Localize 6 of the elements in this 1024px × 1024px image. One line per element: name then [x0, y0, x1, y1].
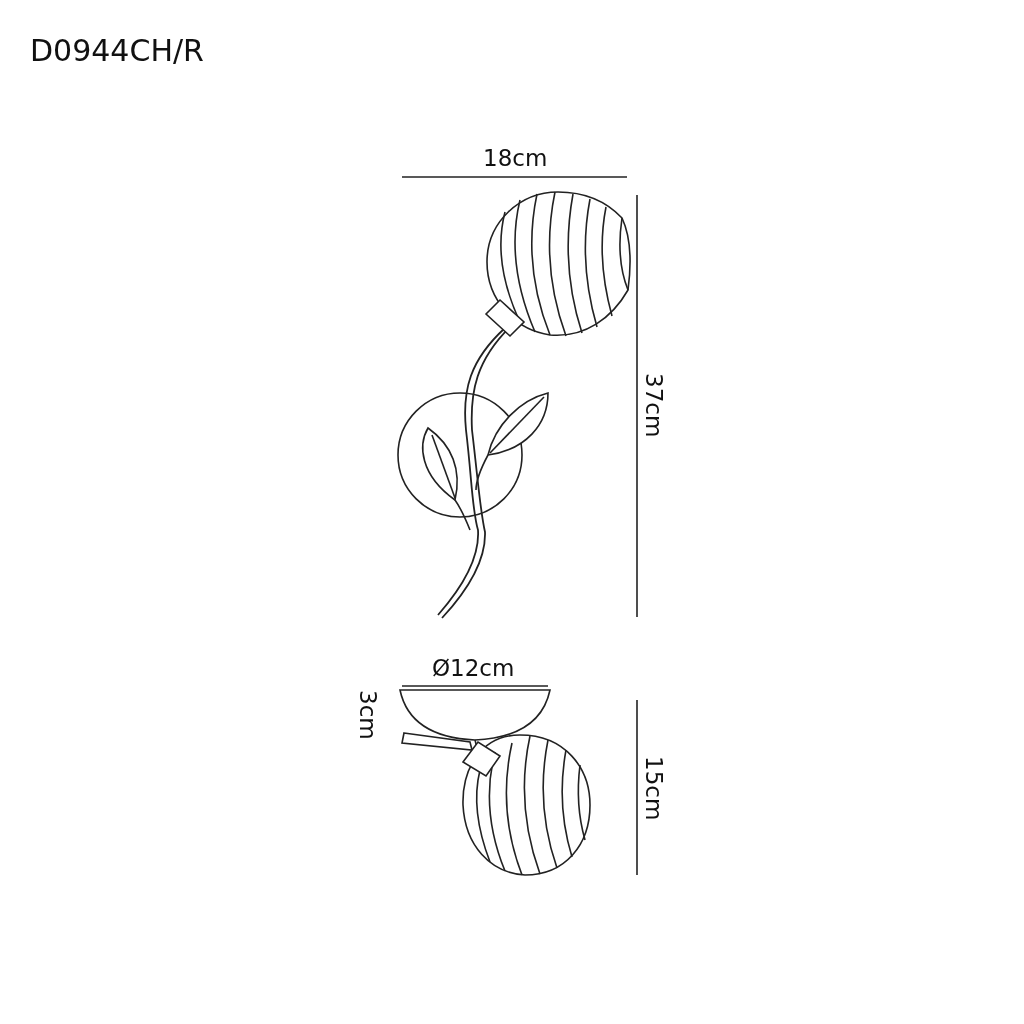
- dimension-label: 18cm: [483, 146, 548, 170]
- dimension-label: Ø12cm: [432, 656, 515, 680]
- product-code-title: D0944CH/R: [30, 36, 204, 66]
- dimension-label: 15cm: [641, 756, 665, 821]
- dimension-label: 37cm: [641, 373, 665, 438]
- dimension-label: 3cm: [355, 690, 379, 740]
